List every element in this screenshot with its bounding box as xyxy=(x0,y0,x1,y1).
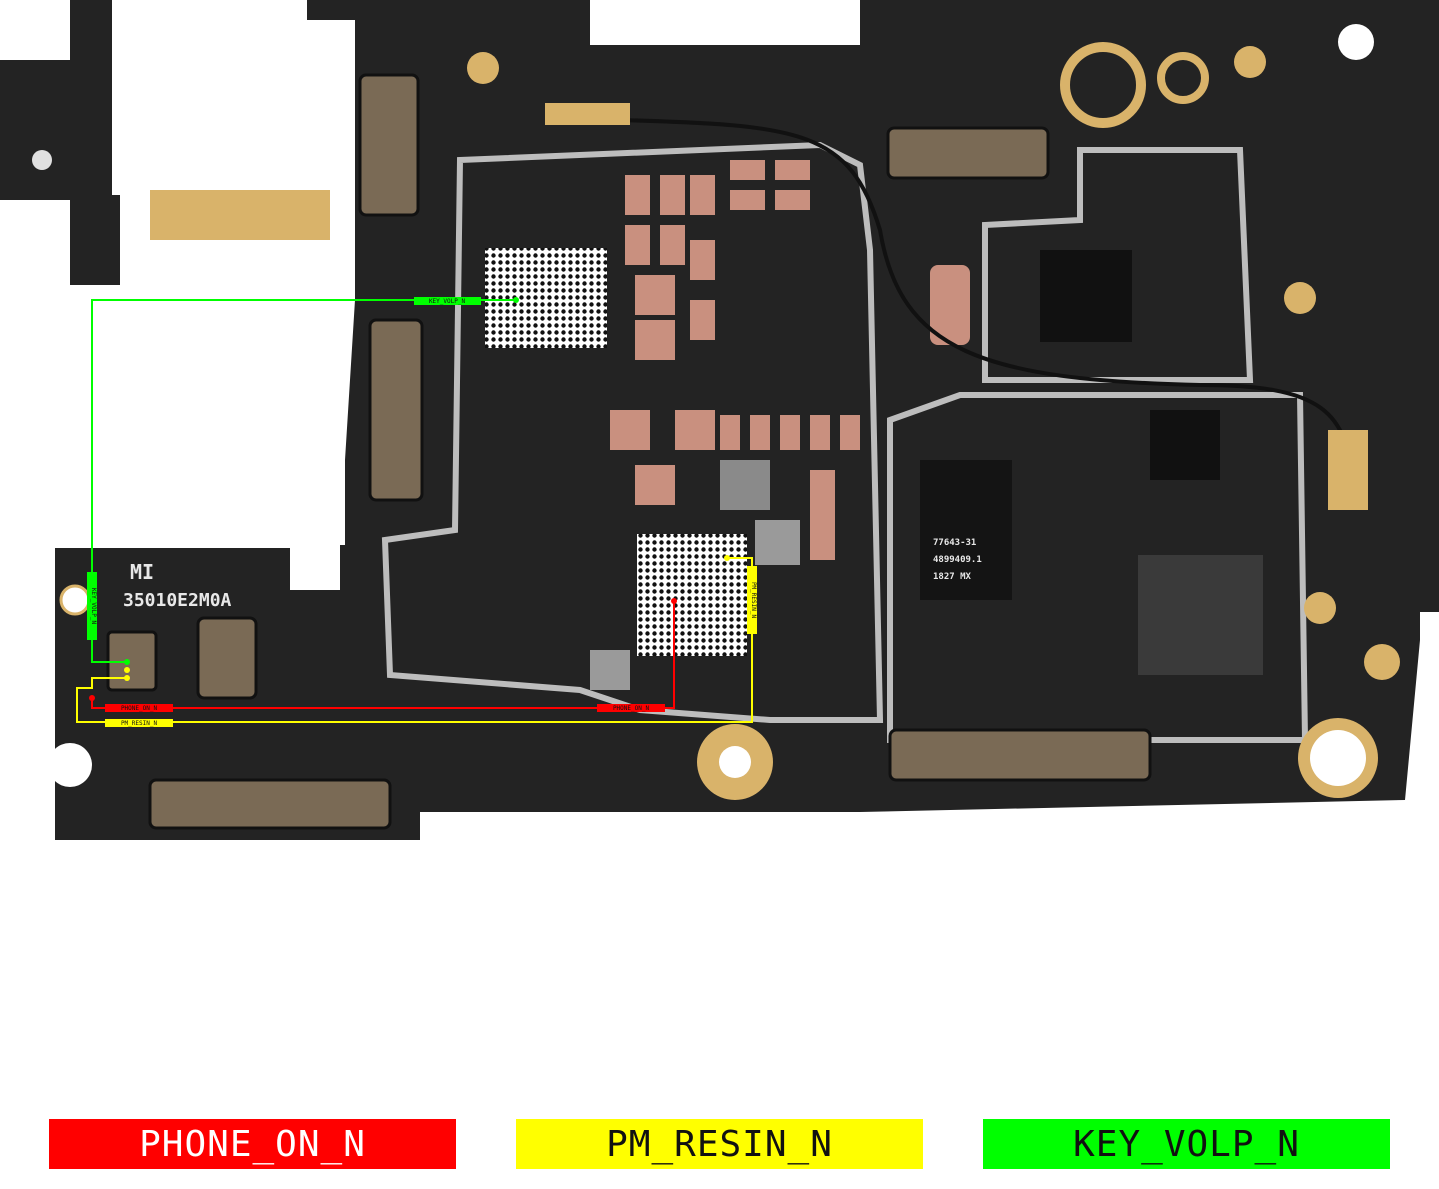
screw-hole-center xyxy=(719,746,751,778)
net-tag-key-volp-vertical xyxy=(87,572,97,640)
net-tag-key-volp xyxy=(414,297,481,305)
bga-ic-pmic xyxy=(637,534,747,656)
screw-hole-center xyxy=(1310,730,1366,786)
ic-chip xyxy=(1150,410,1220,480)
screw-hole xyxy=(1060,42,1146,128)
rf-shield-outline xyxy=(982,147,1254,383)
net-tag-pm-resin-label: PM_RESIN_N xyxy=(121,720,158,727)
antenna-clip xyxy=(545,103,630,125)
net-tag-phone-on-right xyxy=(597,704,665,712)
net-trace-phone-on xyxy=(91,601,675,709)
pcb-board-diagram: MI 35010E2M0A 77643-31 4899409.1 1827 MX… xyxy=(0,0,1439,840)
net-pin-pm-resin xyxy=(124,667,130,673)
ic-chip xyxy=(1040,250,1132,342)
chip-marking-line-1: 77643-31 xyxy=(933,538,976,548)
net-tag-phone-on-left-label: PHONE_ON_N xyxy=(121,705,158,712)
rf-shield-outline xyxy=(381,141,884,723)
board-connector xyxy=(196,616,258,700)
net-tag-pm-resin-vertical xyxy=(747,566,757,634)
rf-shield-outline xyxy=(887,392,1309,743)
inductor xyxy=(755,520,800,565)
net-pin-pm-resin xyxy=(724,555,730,561)
gold-pad xyxy=(150,190,330,240)
chip-marking-line-3: 1827 MX xyxy=(933,572,972,582)
silkscreen-logo: MI xyxy=(130,560,154,584)
rf-connector xyxy=(1234,46,1266,78)
net-pin-key-volp xyxy=(513,297,519,303)
ic-chip xyxy=(1138,555,1263,675)
board-connector xyxy=(888,728,1152,782)
mounting-hole xyxy=(32,150,52,170)
legend-pm-resin-n: PM_RESIN_N xyxy=(516,1119,923,1169)
board-connector xyxy=(886,126,1050,180)
net-tag-pm-resin-vertical-label: PM_RESIN_N xyxy=(750,582,757,619)
board-connector xyxy=(368,318,424,502)
rf-connector xyxy=(467,52,499,84)
net-tag-pm-resin xyxy=(105,719,173,727)
legend-phone-on-n: PHONE_ON_N xyxy=(49,1119,456,1169)
net-pin-phone-on xyxy=(89,695,95,701)
net-tag-phone-on-right-label: PHONE_ON_N xyxy=(613,705,650,712)
net-tag-key-volp-label: KEY_VOLP_N xyxy=(429,298,466,305)
inductor xyxy=(720,460,770,510)
silkscreen-code: 35010E2M0A xyxy=(123,590,232,611)
antenna-cable xyxy=(550,118,1354,491)
rf-connector xyxy=(1364,644,1400,680)
legend-key-volp-n: KEY_VOLP_N xyxy=(983,1119,1390,1169)
board-connector xyxy=(358,73,420,217)
net-pin-pm-resin xyxy=(124,675,130,681)
board-notch xyxy=(48,743,92,787)
mounting-hole xyxy=(1338,24,1374,60)
mounting-hole xyxy=(59,584,91,616)
net-pin-phone-on xyxy=(671,598,677,604)
rf-connector xyxy=(1284,282,1316,314)
board-cutout xyxy=(112,0,307,195)
chip-marking-line-2: 4899409.1 xyxy=(933,555,982,565)
net-tag-key-volp-vertical-label: KEY_VOLP_N xyxy=(90,588,97,625)
net-trace-key-volp xyxy=(91,299,516,663)
passive-components xyxy=(610,160,970,560)
net-tag-phone-on-left xyxy=(105,704,173,712)
bga-ic-upper xyxy=(485,248,607,348)
pa-chip xyxy=(920,460,1012,600)
rf-connector xyxy=(1304,592,1336,624)
net-pin-key-volp xyxy=(124,659,130,665)
board-connector xyxy=(148,778,392,830)
antenna-clip xyxy=(1328,430,1368,510)
inductor xyxy=(590,650,630,690)
board-cutout xyxy=(70,290,345,545)
screw-hole xyxy=(1157,52,1209,104)
